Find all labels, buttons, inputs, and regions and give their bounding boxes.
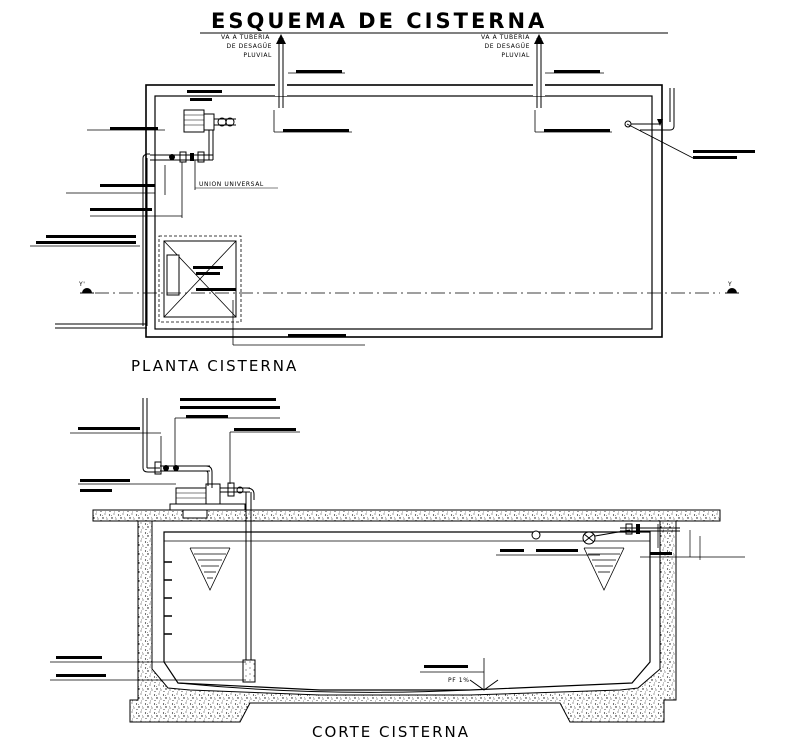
pump-assembly-plan — [55, 90, 236, 329]
plan-view: VA A TUBERIA DE DESAGÜE PLUVIAL VA A TUB… — [30, 34, 755, 375]
svg-text:DE DESAGÜE: DE DESAGÜE — [485, 43, 530, 50]
axis-label-left: Y' — [78, 281, 86, 288]
plan-outer-wall — [145, 84, 663, 338]
suction-pipe — [242, 492, 256, 683]
overflow-outlet-left — [273, 34, 352, 133]
ground-slab-left — [92, 509, 247, 522]
water-level-mark-right — [583, 547, 625, 591]
sump-marker — [420, 658, 499, 691]
plan-inner-wall — [154, 95, 653, 330]
svg-text:VA A TUBERIA: VA A TUBERIA — [221, 34, 270, 41]
union-universal-label: UNION UNIVERSAL — [199, 181, 264, 188]
section-view: PF 1% CORTE CISTERNA — [50, 398, 745, 741]
drawing-title: ESQUEMA DE CISTERNA — [211, 9, 547, 33]
plan-labels-left — [30, 127, 182, 247]
water-level-mark-left — [189, 547, 231, 591]
section-caption: CORTE CISTERNA — [312, 723, 470, 741]
overflow-outlet-right — [533, 34, 612, 133]
tank-interior — [163, 531, 651, 691]
manhole-hatch — [158, 235, 365, 346]
plan-caption: PLANTA CISTERNA — [131, 357, 298, 375]
svg-text:VA A TUBERIA: VA A TUBERIA — [481, 34, 530, 41]
svg-text:PLUVIAL: PLUVIAL — [243, 52, 272, 59]
outlet-label-right: VA A TUBERIA DE DESAGÜE PLUVIAL — [481, 34, 530, 59]
axis-label-right: Y — [727, 281, 732, 288]
floor-slope-label: PF 1% — [448, 677, 470, 684]
ladder-steps — [164, 561, 172, 635]
svg-text:PLUVIAL: PLUVIAL — [501, 52, 530, 59]
section-cut-line — [80, 288, 739, 294]
section-labels-left — [50, 398, 300, 681]
ground-slab-top — [245, 509, 721, 522]
svg-text:DE DESAGÜE: DE DESAGÜE — [227, 43, 272, 50]
inlet-float-section — [496, 523, 745, 560]
discharge-piping — [142, 398, 231, 488]
float-valve-inlet — [624, 88, 755, 159]
pump-unit-section — [169, 482, 255, 519]
outlet-label-left: VA A TUBERIA DE DESAGÜE PLUVIAL — [221, 34, 272, 59]
